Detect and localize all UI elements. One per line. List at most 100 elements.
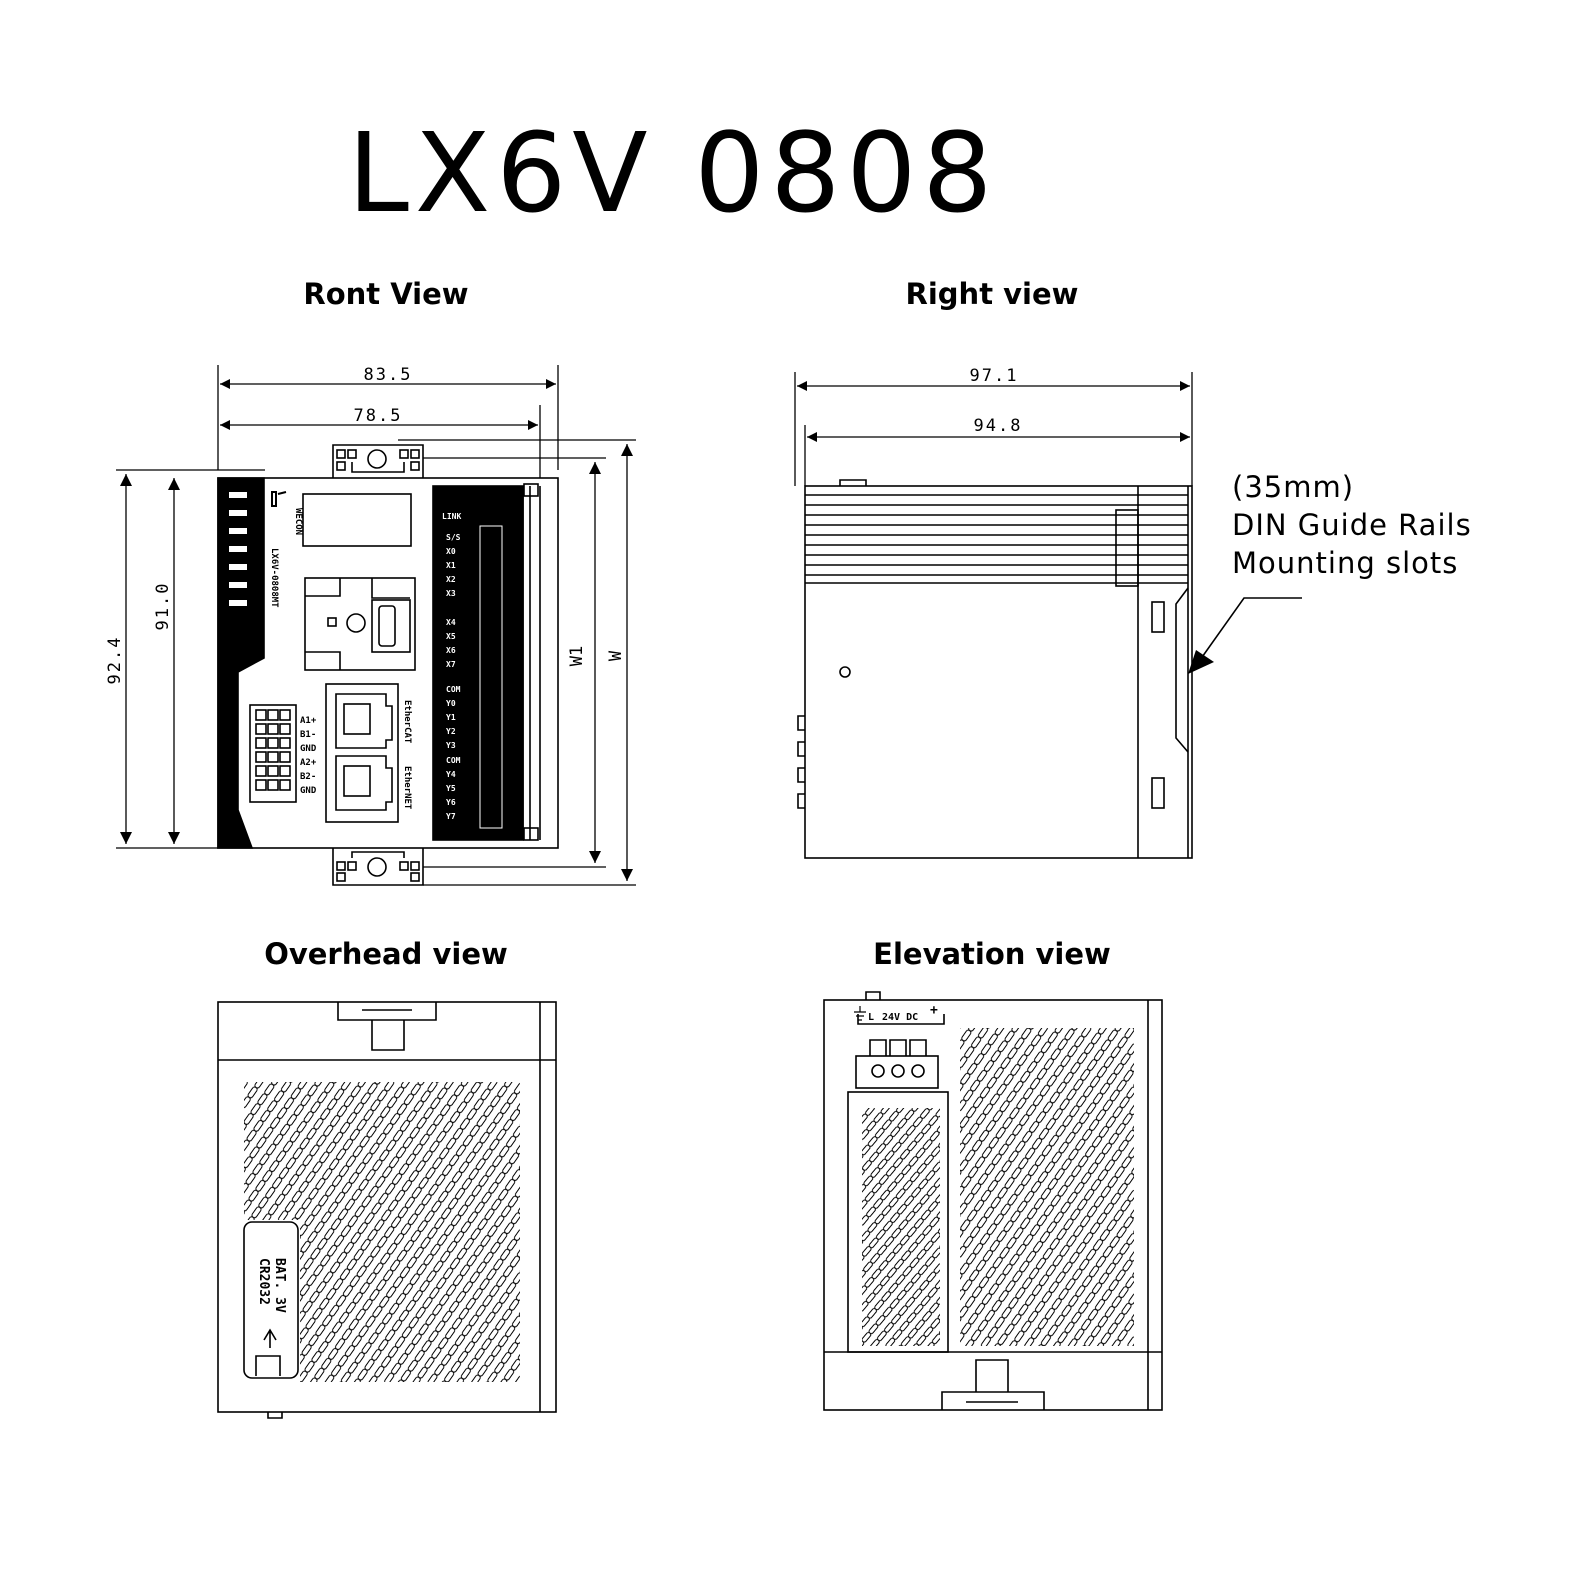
io-label: Y1: [446, 713, 456, 722]
front-left-sidebar: [217, 477, 265, 849]
rs485-label-b1: B1-: [300, 730, 316, 740]
din-note-leader: [1199, 597, 1302, 661]
power-label-bracket: [857, 1014, 945, 1025]
front-view-title: Ront View: [303, 277, 469, 311]
front-rs485-terminal: [249, 704, 297, 803]
right-top-tab: [839, 479, 867, 486]
front-io-panel: [432, 485, 524, 841]
din-rail-note-line-3: Mounting slots: [1232, 546, 1459, 580]
din-slot-lower: [1151, 777, 1165, 809]
battery-pull-tab: [255, 1355, 281, 1376]
io-label: Y5: [446, 784, 456, 793]
dim-label-w1: W1: [567, 646, 587, 666]
right-view: [797, 479, 1302, 859]
front-dimension-labels: 83.5 78.5 92.4 91.0 W1 W: [105, 365, 626, 684]
right-view-title: Right view: [905, 277, 1079, 311]
model-text: LX6V-0808MT: [269, 548, 279, 608]
elevation-view-title: Elevation view: [873, 937, 1111, 971]
rs485-label-gnd2: GND: [300, 786, 317, 796]
io-label: COM: [446, 756, 461, 765]
ethernet-port-icon: [335, 755, 393, 811]
front-card-slot-area: [304, 577, 416, 671]
io-label: S/S: [446, 533, 461, 542]
right-side-notches: [797, 715, 805, 809]
dim-label-92-4: 92.4: [105, 636, 125, 685]
power-minus-label: L: [868, 1012, 874, 1023]
elevation-left-vent-hatch: [862, 1108, 940, 1346]
io-label: X0: [446, 547, 456, 556]
elevation-left-module: [847, 1091, 949, 1353]
ethercat-label: EtherCAT: [402, 700, 412, 744]
front-status-leds: [229, 492, 247, 606]
rs485-label-gnd1: GND: [300, 744, 317, 754]
io-label: COM: [446, 685, 461, 694]
overhead-top-clip: [337, 1002, 437, 1021]
overhead-view: [217, 1001, 557, 1419]
battery-label-model: CR2032: [256, 1258, 271, 1305]
power-terminal-screw-icon: [871, 1064, 885, 1078]
elevation-right-vent-hatch: [960, 1028, 1134, 1346]
ground-icon: [854, 1006, 866, 1021]
front-rs485-pins: [255, 709, 291, 791]
io-label: X7: [446, 660, 456, 669]
io-label: X3: [446, 589, 456, 598]
elevation-bottom-clip: [941, 1391, 1045, 1410]
brand-logo-icon: [271, 491, 287, 507]
rs485-label-b2: B2-: [300, 772, 316, 782]
elevation-view: [823, 991, 1163, 1411]
front-io-terminals: [479, 525, 503, 829]
front-top-latch: [332, 444, 424, 478]
power-voltage-label: 24V DC: [882, 1012, 918, 1023]
battery-cover: [243, 1221, 299, 1379]
right-dimensions: [794, 372, 1193, 486]
overhead-view-title: Overhead view: [264, 937, 508, 971]
din-rail-note-line-1: (35mm): [1232, 470, 1355, 504]
power-terminal-screw-icon: [911, 1064, 925, 1078]
rs485-label-a1: A1+: [300, 716, 317, 726]
dim-label-w: W: [606, 650, 626, 661]
power-terminal-screw-icon: [891, 1064, 905, 1078]
right-screw-icon: [839, 666, 851, 678]
din-note-arrow-icon: [1188, 650, 1214, 674]
power-plus-label: +: [930, 1003, 938, 1018]
power-terminal-block: [855, 1055, 939, 1089]
front-labels: WECON LX6V-0808MT A1+ B1- GND A2+ B2- GN…: [269, 508, 412, 810]
right-vent-ribs: [805, 494, 1188, 587]
dim-label-83-5: 83.5: [364, 365, 413, 385]
front-bottom-latch: [332, 848, 424, 886]
front-view: [217, 444, 559, 886]
ethercat-port-icon: [335, 693, 393, 749]
io-label: Y4: [446, 770, 456, 779]
io-label: Y2: [446, 727, 456, 736]
front-io-labels: LINK S/S X0 X1 X2 X3 X4 X5 X6 X7 COM Y0 …: [442, 512, 461, 821]
battery-arrow-icon: [263, 1328, 277, 1348]
battery-label-voltage: BAT. 3V: [272, 1258, 287, 1313]
front-ethernet-block: [325, 683, 399, 823]
overhead-labels: BAT. 3V CR2032: [256, 1258, 287, 1313]
io-label: X2: [446, 575, 456, 584]
io-label: Y3: [446, 741, 456, 750]
ethernet-label: EtherNET: [402, 766, 412, 810]
brand-text: WECON: [293, 508, 303, 535]
right-dimension-labels: 97.1 94.8: [970, 366, 1023, 436]
dim-label-91-0: 91.0: [153, 582, 173, 631]
dim-label-94-8: 94.8: [974, 416, 1023, 436]
rs485-label-a2: A2+: [300, 758, 317, 768]
din-rail-note-line-2: DIN Guide Rails: [1232, 508, 1472, 542]
din-slot-upper: [1151, 601, 1165, 633]
io-label: Y6: [446, 798, 456, 807]
din-rail-clip: [1175, 587, 1189, 753]
right-body-outline: [804, 485, 1193, 859]
dim-label-97-1: 97.1: [970, 366, 1019, 386]
front-display-window: [302, 493, 412, 547]
io-label: Y7: [446, 812, 456, 821]
elevation-body-outline: [823, 999, 1163, 1411]
elevation-labels: L 24V DC +: [868, 1003, 938, 1023]
dim-label-78-5: 78.5: [354, 406, 403, 426]
io-label: X5: [446, 632, 456, 641]
io-label: Y0: [446, 699, 456, 708]
io-label: X1: [446, 561, 456, 570]
io-header-text: LINK: [442, 512, 461, 521]
